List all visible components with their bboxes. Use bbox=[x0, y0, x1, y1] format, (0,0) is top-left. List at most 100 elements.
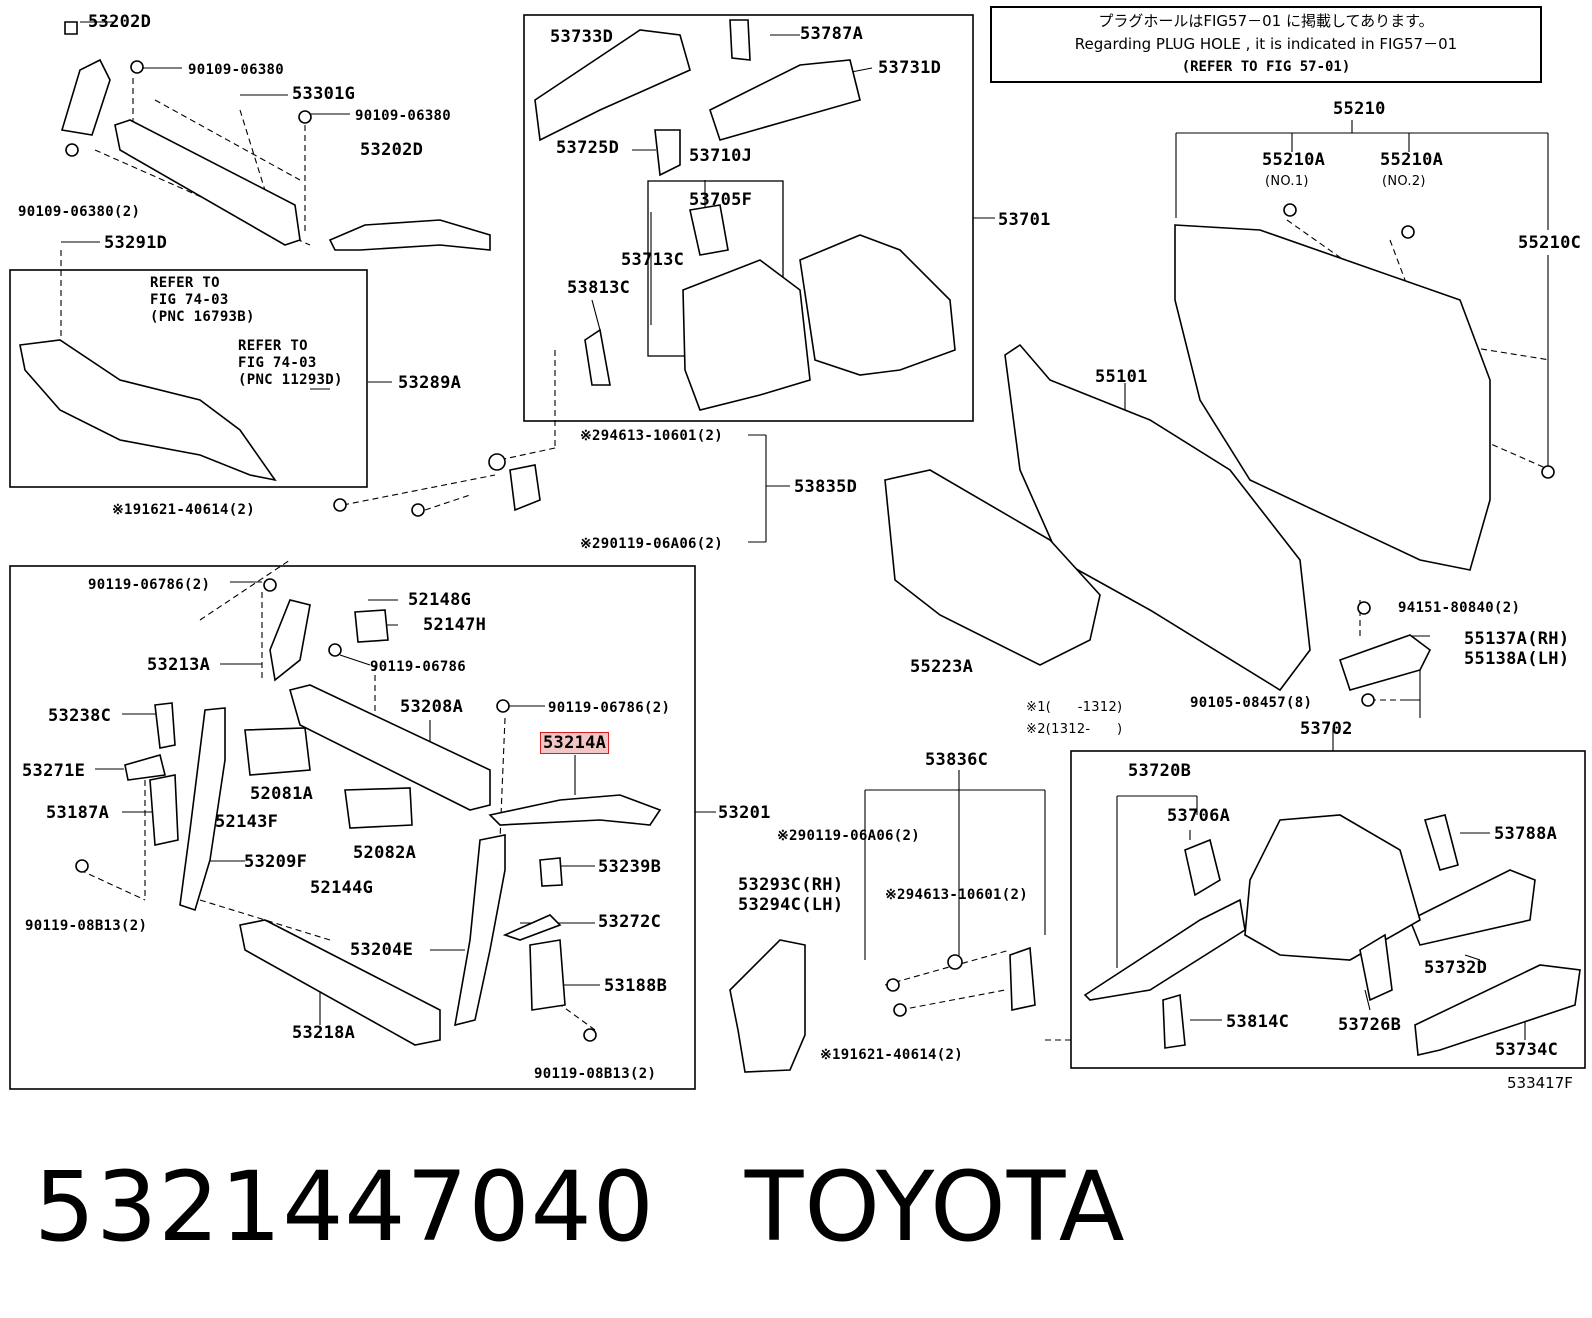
label-53289A[interactable]: 53289A bbox=[398, 373, 462, 393]
label-90119-06786-2a[interactable]: 90119-06786(2) bbox=[88, 577, 211, 593]
part-53202D-a bbox=[64, 21, 78, 35]
label-53204E[interactable]: 53204E bbox=[350, 940, 414, 960]
label-90119-08B13-b[interactable]: 90119-08B13(2) bbox=[534, 1066, 657, 1082]
label-53713C[interactable]: 53713C bbox=[621, 250, 685, 270]
label-55223A[interactable]: 55223A bbox=[910, 657, 974, 677]
label-53734C[interactable]: 53734C bbox=[1495, 1040, 1559, 1060]
part-53293C bbox=[729, 939, 806, 1073]
label-53272C[interactable]: 53272C bbox=[598, 912, 662, 932]
label-53218A[interactable]: 53218A bbox=[292, 1023, 356, 1043]
label-55210A-2[interactable]: 55210A bbox=[1380, 150, 1444, 170]
label-90109-06380-b[interactable]: 90109-06380 bbox=[355, 108, 452, 124]
label-53814C[interactable]: 53814C bbox=[1226, 1012, 1290, 1032]
part-bolt-b bbox=[411, 503, 425, 517]
part-53187A bbox=[149, 774, 179, 846]
note-line-refer: (REFER TO FIG 57-01) bbox=[1181, 59, 1351, 75]
label-53293C[interactable]: 53293C(RH) bbox=[738, 875, 844, 895]
label-53710J[interactable]: 53710J bbox=[689, 146, 753, 166]
label-53836C[interactable]: 53836C bbox=[925, 750, 989, 770]
label-53208A[interactable]: 53208A bbox=[400, 697, 464, 717]
part-53238C bbox=[154, 702, 176, 749]
label-53813C[interactable]: 53813C bbox=[567, 278, 631, 298]
label-53701[interactable]: 53701 bbox=[998, 210, 1051, 230]
label-53788A[interactable]: 53788A bbox=[1494, 824, 1558, 844]
label-53705F[interactable]: 53705F bbox=[689, 190, 753, 210]
label-294613-a[interactable]: ※294613-10601(2) bbox=[580, 428, 723, 444]
label-90105[interactable]: 90105-08457(8) bbox=[1190, 695, 1313, 711]
label-53731D[interactable]: 53731D bbox=[878, 58, 942, 78]
label-53301G[interactable]: 53301G bbox=[292, 84, 356, 104]
label-53733D[interactable]: 53733D bbox=[550, 27, 614, 47]
label-52081A[interactable]: 52081A bbox=[250, 784, 314, 804]
label-53239B[interactable]: 53239B bbox=[598, 857, 662, 877]
label-53271E[interactable]: 53271E bbox=[22, 761, 86, 781]
figure-code: 533417F bbox=[1507, 1074, 1573, 1092]
label-90119-08B13-a[interactable]: 90119-08B13(2) bbox=[25, 918, 148, 934]
label-290119-a[interactable]: ※290119-06A06(2) bbox=[580, 536, 723, 552]
label-53720B[interactable]: 53720B bbox=[1128, 761, 1192, 781]
label-53214A-highlighted[interactable]: 53214A bbox=[540, 732, 610, 754]
label-53291D[interactable]: 53291D bbox=[104, 233, 168, 253]
part-52147H bbox=[354, 609, 389, 643]
part-wheelhouse-right bbox=[799, 234, 956, 376]
label-53294C[interactable]: 53294C(LH) bbox=[738, 895, 844, 915]
part-bolt-d bbox=[328, 643, 342, 657]
label-53209F[interactable]: 53209F bbox=[244, 852, 308, 872]
label-53702[interactable]: 53702 bbox=[1300, 719, 1353, 739]
label-55210C[interactable]: 55210C bbox=[1518, 233, 1582, 253]
label-note1: ※1( -1312) bbox=[1026, 700, 1123, 715]
label-52082A[interactable]: 52082A bbox=[353, 843, 417, 863]
part-53208A-support bbox=[289, 684, 491, 811]
label-52144G[interactable]: 52144G bbox=[310, 878, 374, 898]
brand-text: TOYOTA bbox=[744, 1151, 1126, 1263]
part-53788A bbox=[1423, 814, 1459, 871]
label-55210A-1[interactable]: 55210A bbox=[1262, 150, 1326, 170]
part-55223A-silencer bbox=[884, 469, 1101, 666]
part-53713C-wheelhouse bbox=[682, 259, 811, 411]
label-55138A[interactable]: 55138A(LH) bbox=[1464, 649, 1570, 669]
label-53188B[interactable]: 53188B bbox=[604, 976, 668, 996]
note-line-english: Regarding PLUG HOLE , it is indicated in… bbox=[1074, 35, 1458, 53]
label-53187A[interactable]: 53187A bbox=[46, 803, 110, 823]
label-52147H[interactable]: 52147H bbox=[423, 615, 487, 635]
part-53814C bbox=[1162, 993, 1186, 1049]
label-53238C[interactable]: 53238C bbox=[48, 706, 112, 726]
part-53214A bbox=[488, 794, 662, 826]
label-53787A[interactable]: 53787A bbox=[800, 24, 864, 44]
label-90119-06786-2b[interactable]: 90119-06786(2) bbox=[548, 700, 671, 716]
part-53272C bbox=[502, 914, 562, 941]
label-53726B[interactable]: 53726B bbox=[1338, 1015, 1402, 1035]
label-53202D-a[interactable]: 53202D bbox=[88, 12, 152, 32]
group-box-53702 bbox=[1070, 750, 1586, 1069]
part-53188B bbox=[529, 939, 566, 1011]
note-line-japanese: プラグホールはFIG57－01 に掲載してあります。 bbox=[1098, 12, 1434, 30]
label-55210[interactable]: 55210 bbox=[1333, 99, 1386, 119]
label-90109-06380-a[interactable]: 90109-06380 bbox=[188, 62, 285, 78]
part-clip-b bbox=[1401, 225, 1415, 239]
label-90119-06786[interactable]: 90119-06786 bbox=[370, 659, 467, 675]
label-53202D-b[interactable]: 53202D bbox=[360, 140, 424, 160]
label-294613-b[interactable]: ※294613-10601(2) bbox=[885, 887, 1028, 903]
label-53213A[interactable]: 53213A bbox=[147, 655, 211, 675]
label-52148G[interactable]: 52148G bbox=[408, 590, 472, 610]
label-52143F[interactable]: 52143F bbox=[215, 812, 279, 832]
part-53726B bbox=[1359, 933, 1393, 1002]
label-55101[interactable]: 55101 bbox=[1095, 367, 1148, 387]
label-53706A[interactable]: 53706A bbox=[1167, 806, 1231, 826]
plug-hole-note: プラグホールはFIG57－01 に掲載してあります。 Regarding PLU… bbox=[990, 6, 1542, 83]
label-290119-b[interactable]: ※290119-06A06(2) bbox=[777, 828, 920, 844]
label-90109-06380-2[interactable]: 90109-06380(2) bbox=[18, 204, 141, 220]
label-94151[interactable]: 94151-80840(2) bbox=[1398, 600, 1521, 616]
part-clip-c bbox=[1541, 465, 1555, 479]
part-bolt-m bbox=[886, 978, 900, 992]
label-53732D[interactable]: 53732D bbox=[1424, 958, 1488, 978]
label-53201[interactable]: 53201 bbox=[718, 803, 771, 823]
label-53725D[interactable]: 53725D bbox=[556, 138, 620, 158]
label-55137A[interactable]: 55137A(RH) bbox=[1464, 629, 1570, 649]
part-bolt-k bbox=[1361, 693, 1375, 707]
label-191621-b[interactable]: ※191621-40614(2) bbox=[820, 1047, 963, 1063]
label-191621-a[interactable]: ※191621-40614(2) bbox=[112, 502, 255, 518]
label-53835D[interactable]: 53835D bbox=[794, 477, 858, 497]
